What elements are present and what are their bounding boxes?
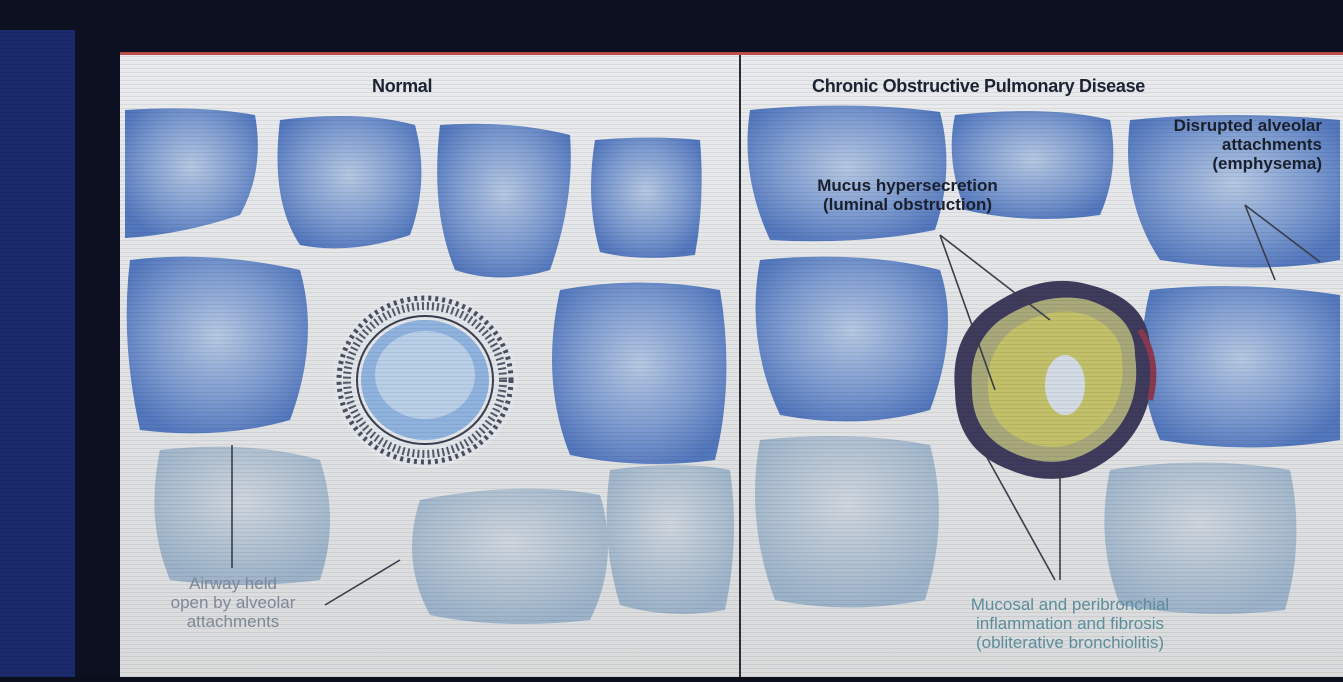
label-line: inflammation and fibrosis [900,614,1240,633]
label-airway-held-open: Airway held open by alveolar attachments [128,574,338,631]
label-line: Airway held [128,574,338,593]
label-mucosal-inflammation: Mucosal and peribronchial inflammation a… [900,595,1240,652]
label-line: Disrupted alveolar [1092,116,1322,135]
copd-panel-title: Chronic Obstructive Pulmonary Disease [812,76,1145,97]
label-line: attachments [128,612,338,631]
label-mucus-hypersecretion: Mucus hypersecretion (luminal obstructio… [770,176,1045,214]
label-line: attachments [1092,135,1322,154]
label-line: (obliterative bronchiolitis) [900,633,1240,652]
label-line: open by alveolar [128,593,338,612]
label-line: (emphysema) [1092,154,1322,173]
normal-panel-title: Normal [372,76,432,97]
label-line: Mucosal and peribronchial [900,595,1240,614]
label-disrupted-attachments: Disrupted alveolar attachments (emphysem… [1092,116,1322,173]
label-line: Mucus hypersecretion [770,176,1045,195]
label-line: (luminal obstruction) [770,195,1045,214]
